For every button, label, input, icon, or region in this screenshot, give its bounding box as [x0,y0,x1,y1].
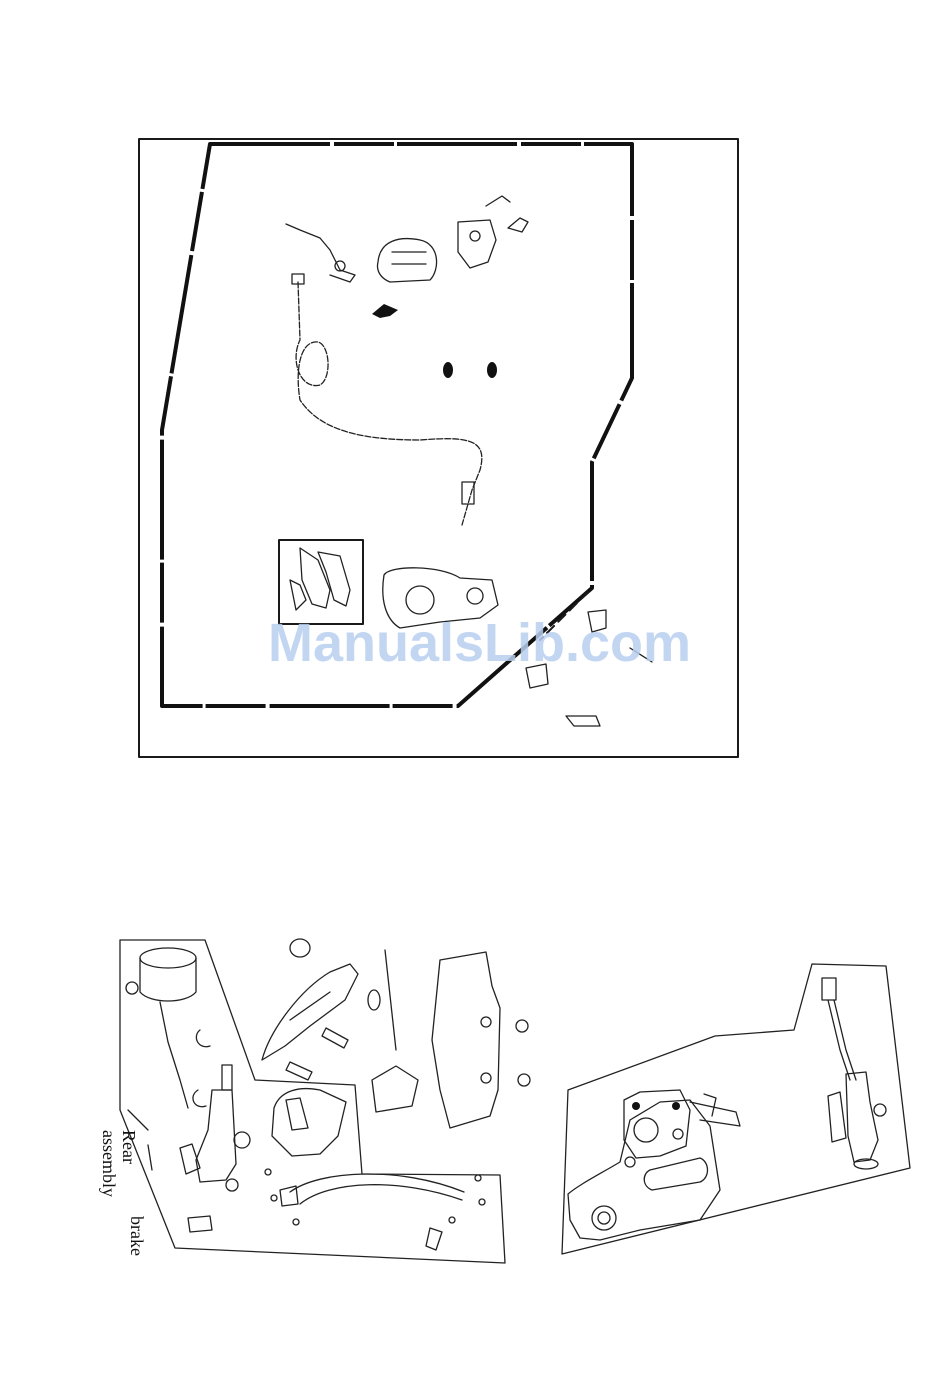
rear-brake-hose [290,1174,464,1192]
master-cylinder [196,1090,236,1182]
rear-label-line3: brake [128,1216,146,1256]
caliper-mounting-plate [432,952,500,1128]
caliper-bracket [262,964,358,1060]
watermark-text: ManualsLib.com [268,612,691,674]
hose-fitting-bottom [462,482,474,504]
rear-label-line2: assembly [100,1130,118,1197]
brake-pad-1 [300,548,330,608]
rear-brake-exploded-diagram: Rear assembly brake [0,930,560,1280]
brake-hose [296,282,482,525]
caliper-top [378,239,437,282]
rear-caliper [272,1089,346,1156]
rear-assembly-boundary [120,940,505,1263]
top-exploded-diagram: ManualsLib.com [0,0,950,780]
assembled-master-cylinder [846,1072,878,1162]
rear-brake-assembled-diagram [540,950,940,1270]
rubber-grommet [290,939,310,957]
rear-brake-drawing [0,930,560,1280]
assembled-plate [568,1100,720,1240]
assembled-boundary [562,964,910,1254]
reservoir-cap [822,978,836,1000]
rear-brake-assembled-drawing [540,950,940,1270]
pad-set [372,1066,418,1112]
fluid-reservoir [140,948,196,968]
mounting-bracket [458,220,496,268]
small-clip [372,304,398,318]
brake-pad-2 [318,552,350,606]
rear-label-line1: Rear [120,1130,138,1164]
brake-lever [286,224,355,282]
